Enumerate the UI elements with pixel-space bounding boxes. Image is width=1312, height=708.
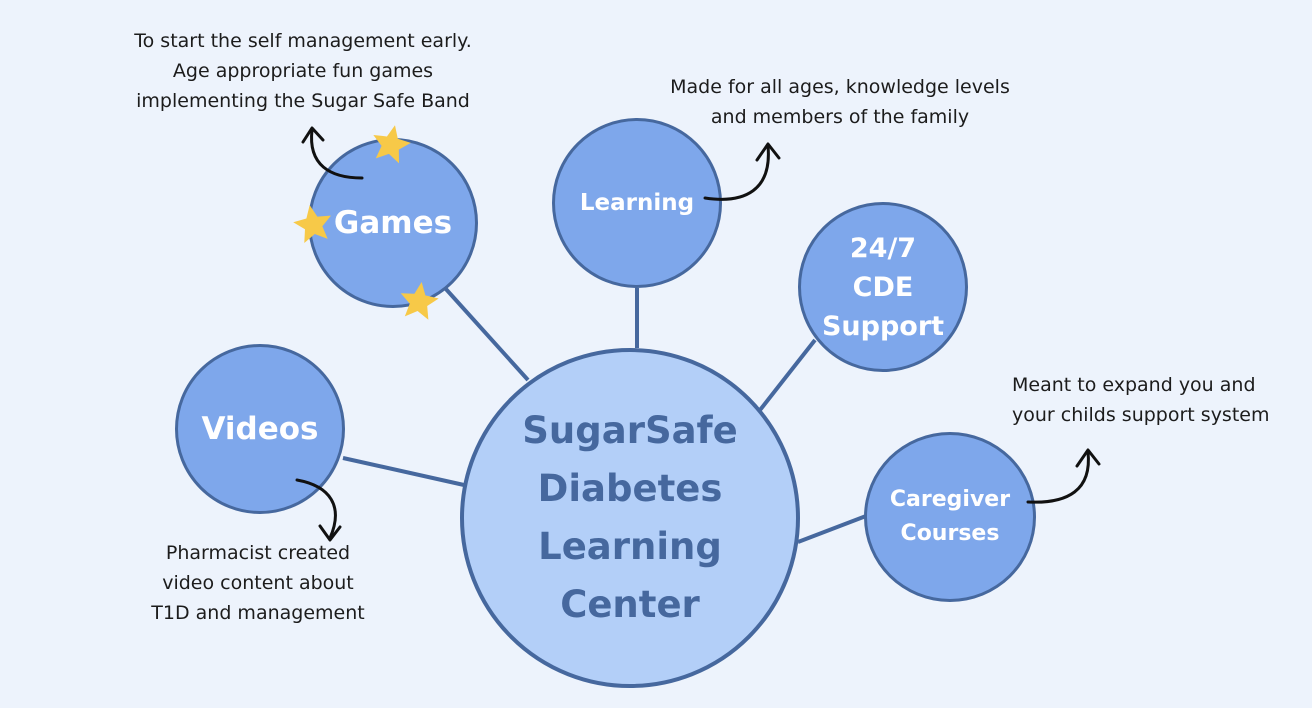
curved-arrow-icon xyxy=(1026,448,1101,504)
node-caregiver-courses[interactable]: Caregiver Courses xyxy=(864,432,1036,602)
connector-cde xyxy=(758,338,817,412)
node-games-label: Games xyxy=(333,205,453,241)
node-learning-label: Learning xyxy=(579,190,695,216)
connector-games xyxy=(443,286,530,382)
note-games: To start the self management early. Age … xyxy=(134,30,472,112)
node-cde-support-label: 24/7 CDE Support xyxy=(821,232,945,342)
note-caregiver: Meant to expand you and your childs supp… xyxy=(1012,374,1270,426)
hub-label: SugarSafe Diabetes Learning Center xyxy=(522,409,738,626)
note-learning: Made for all ages, knowledge levels and … xyxy=(670,76,1010,128)
curved-arrow-icon xyxy=(301,126,364,180)
star-icon xyxy=(373,125,411,164)
star-icon xyxy=(400,282,439,320)
hub-circle: SugarSafe Diabetes Learning Center xyxy=(460,348,800,688)
node-learning[interactable]: Learning xyxy=(552,118,722,288)
curved-arrow-icon xyxy=(703,142,781,201)
node-caregiver-courses-label: Caregiver Courses xyxy=(889,487,1011,546)
note-videos: Pharmacist created video content about T… xyxy=(151,542,365,624)
node-videos-label: Videos xyxy=(201,411,319,447)
node-cde-support[interactable]: 24/7 CDE Support xyxy=(798,202,968,372)
connector-caregiver xyxy=(797,514,867,544)
connector-videos xyxy=(342,456,465,487)
star-icon xyxy=(293,205,331,244)
curved-arrow-icon xyxy=(295,478,342,542)
